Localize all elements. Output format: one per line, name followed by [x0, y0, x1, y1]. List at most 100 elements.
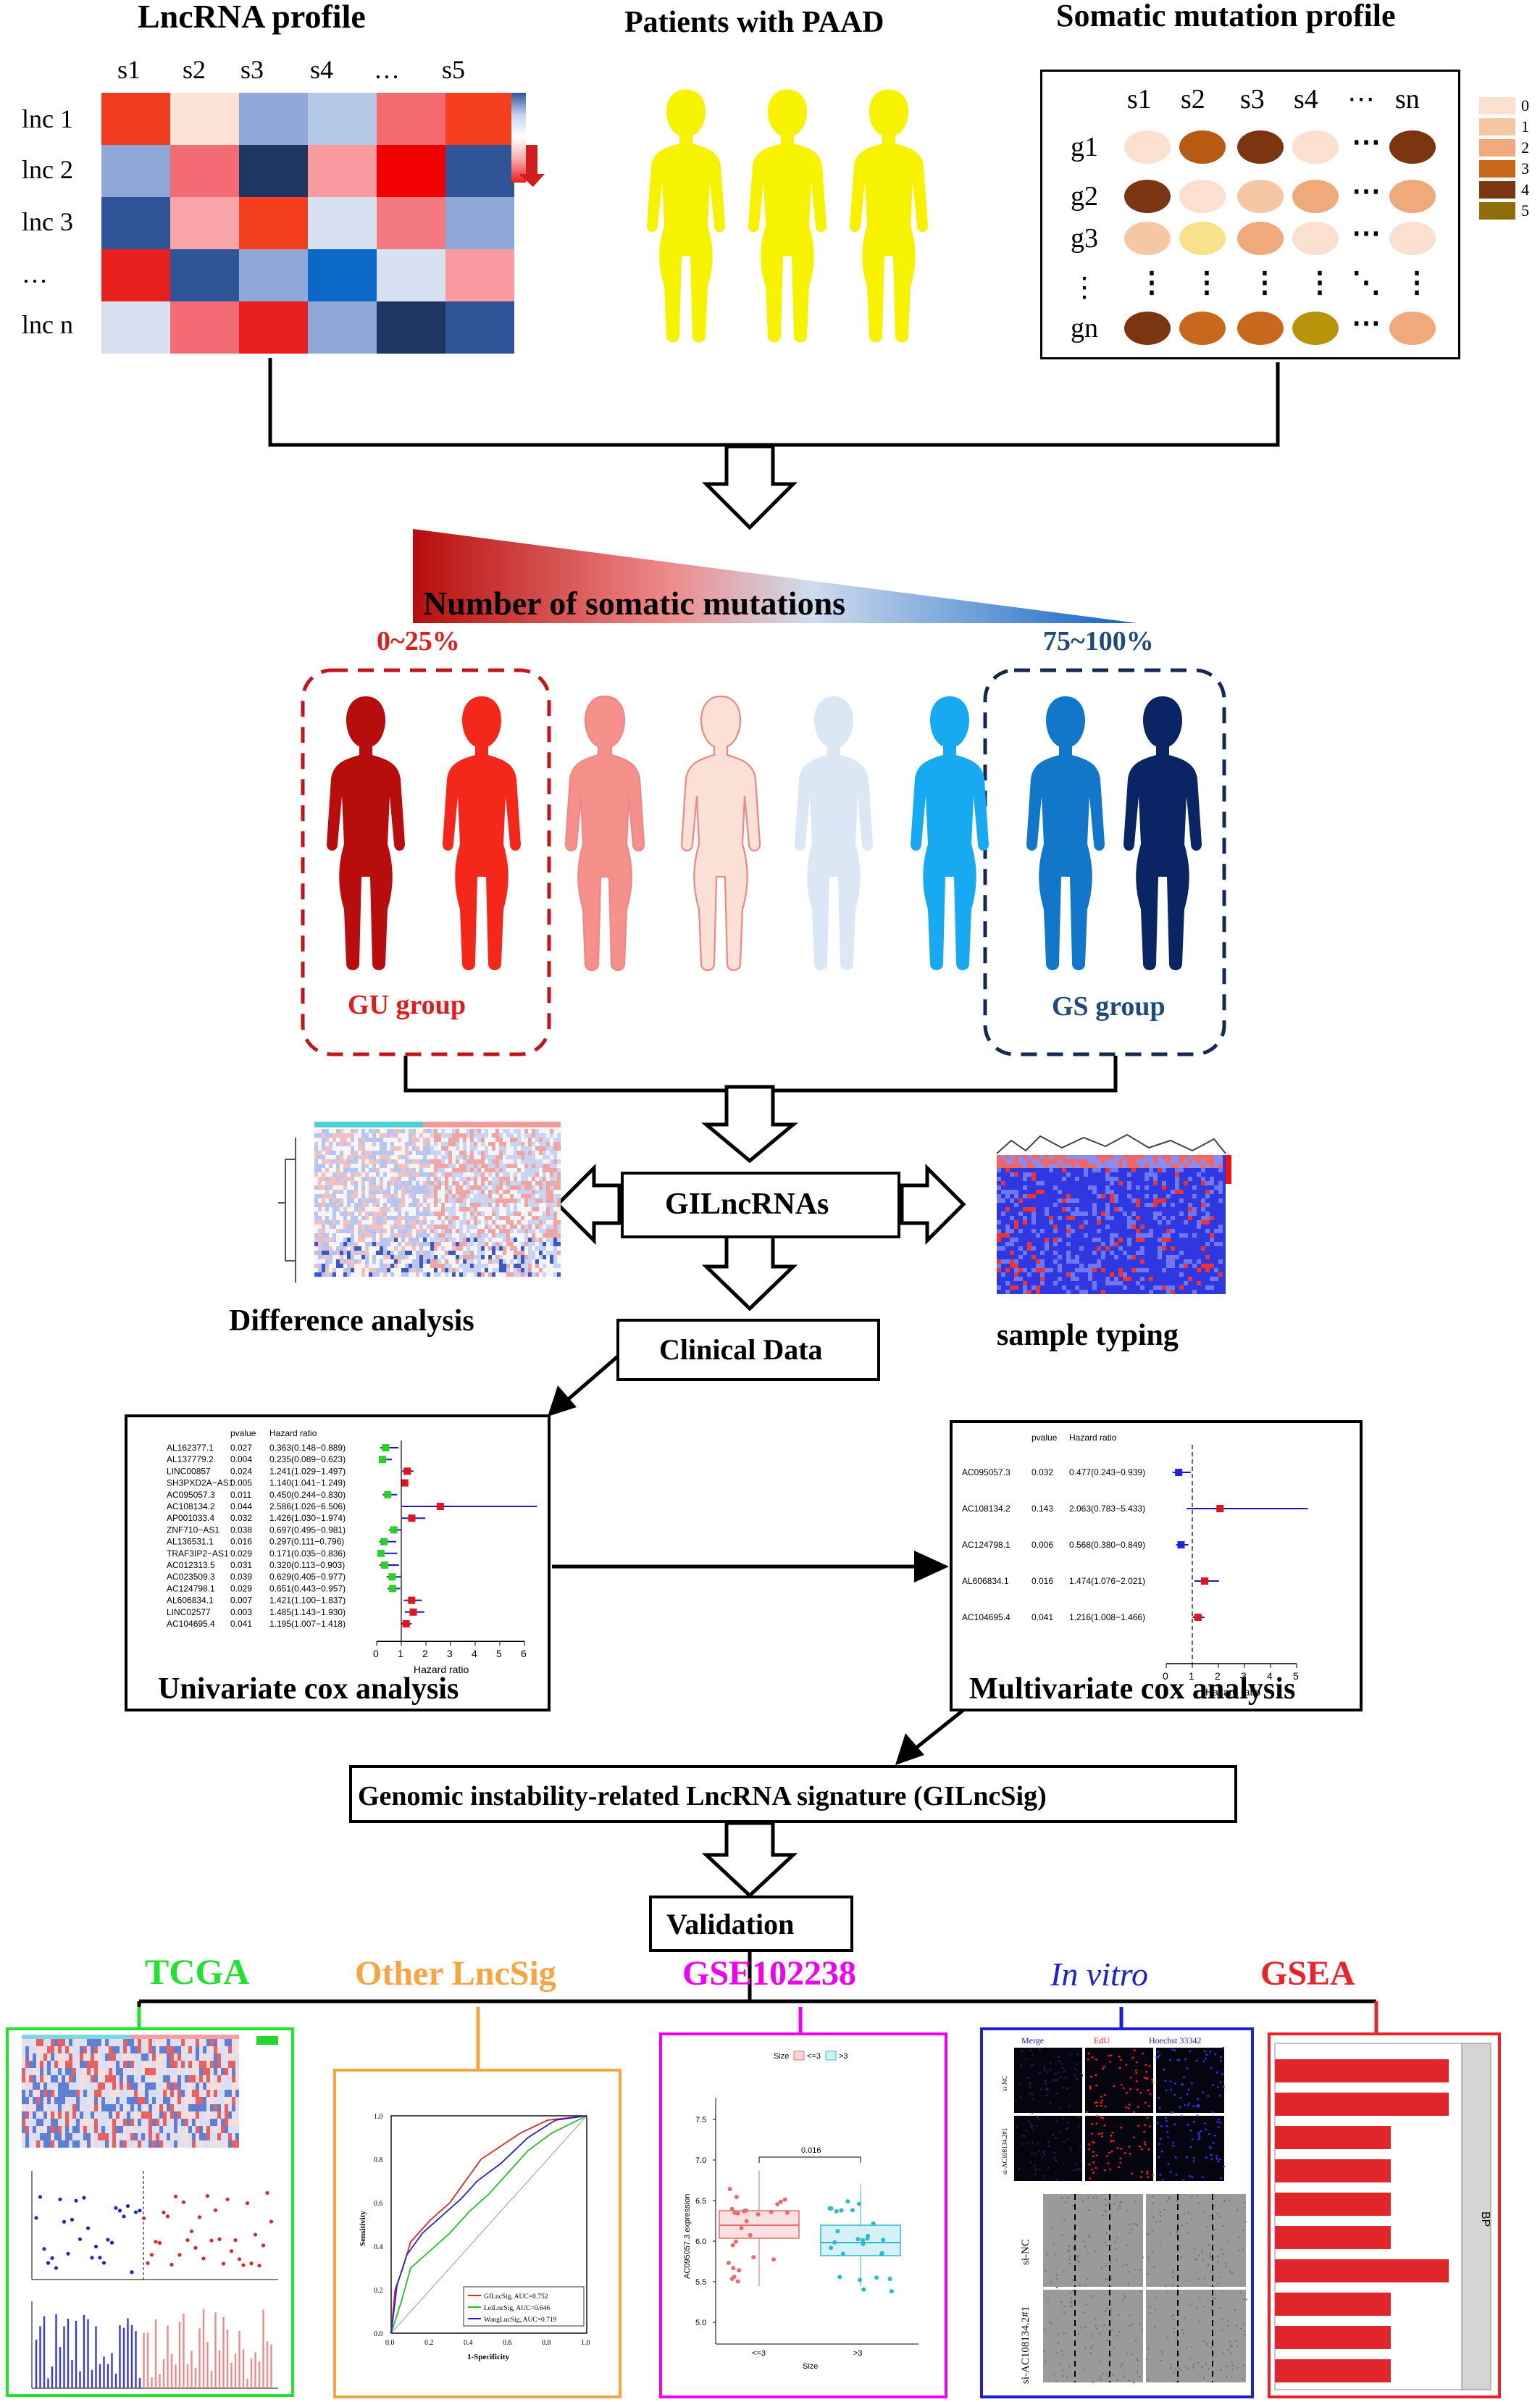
tcga-heat-cell	[232, 2090, 235, 2097]
tcga-heat-cell	[58, 2090, 62, 2097]
tcga-heat-cell	[47, 2075, 51, 2082]
forest-gene-label: LINC00857	[167, 1466, 211, 1476]
tcga-heat-cell	[203, 2068, 206, 2075]
legend-swatch	[1479, 202, 1515, 220]
tcga-heat-cell	[105, 2133, 109, 2140]
tcga-heat-cell	[221, 2104, 225, 2111]
forest-gene-label: AC095057.3	[167, 1490, 215, 1500]
tcga-heat-cell	[80, 2133, 83, 2140]
tcga-heat-cell	[225, 2126, 228, 2133]
tcga-heat-cell	[36, 2097, 40, 2104]
heatmap-cell	[101, 145, 170, 197]
sample-typing-label: sample typing	[997, 1319, 1179, 1352]
tcga-heat-cell	[217, 2090, 221, 2097]
tcga-heat-cell	[123, 2111, 127, 2119]
heatmap-cell	[101, 197, 170, 249]
scale-arrow-icon	[519, 145, 545, 187]
tcga-heat-cell	[47, 2046, 51, 2053]
box-point	[837, 2274, 842, 2280]
lnc-column-label: s2	[183, 55, 206, 84]
tcga-heat-cell	[167, 2082, 170, 2090]
tcga-heat-cell	[58, 2068, 62, 2075]
tcga-heat-cell	[40, 2046, 43, 2053]
mutation-column-label: s2	[1181, 84, 1205, 114]
tcga-heat-cell	[152, 2046, 156, 2053]
tcga-heat-cell	[51, 2140, 54, 2148]
tcga-heat-cell	[62, 2133, 65, 2140]
mutation-ellipsis: ⋮	[1402, 266, 1431, 299]
tcga-heat-cell	[188, 2046, 192, 2053]
tcga-heat-cell	[25, 2111, 29, 2119]
mutation-column-label: s3	[1240, 84, 1265, 114]
tcga-heat-cell	[199, 2133, 203, 2140]
forest-tick-label: 5	[496, 1648, 502, 1659]
tcga-heat-cell	[105, 2104, 109, 2111]
box-point	[871, 2221, 876, 2226]
box-point	[858, 2277, 863, 2282]
forest-point	[1175, 1469, 1183, 1476]
other-lncsig-label: Other LncSig	[355, 1954, 556, 1993]
tcga-heat-cell	[138, 2061, 141, 2068]
tcga-heat-cell	[69, 2053, 72, 2061]
tcga-heat-cell	[210, 2068, 214, 2075]
tcga-heat-cell	[120, 2140, 123, 2148]
tcga-heat-cell	[51, 2082, 54, 2090]
group-dashed-boxes	[301, 668, 1226, 1056]
tcga-heat-cell	[148, 2119, 152, 2126]
tcga-heat-cell	[192, 2090, 196, 2097]
tcga-heat-cell	[91, 2053, 94, 2061]
tcga-heat-cell	[87, 2133, 91, 2140]
tcga-heat-cell	[130, 2097, 134, 2104]
tcga-heat-cell	[214, 2126, 217, 2133]
tcga-heat-cell	[206, 2075, 210, 2082]
tcga-heat-cell	[167, 2104, 170, 2111]
forest-gene-label: AC108134.2	[167, 1501, 215, 1511]
tcga-heat-cell	[87, 2039, 91, 2046]
box-y-tick: 6.0	[695, 2238, 706, 2246]
forest-pvalue: 0.031	[230, 1560, 252, 1570]
tcga-heat-cell	[94, 2082, 98, 2090]
tcga-heat-cell	[112, 2140, 116, 2148]
box-point	[829, 2206, 834, 2211]
wound-row-label: si-NC	[1020, 2239, 1031, 2265]
forest-hr-text: 0.297(0.111−0.796)	[269, 1537, 344, 1547]
tcga-heat-cell	[36, 2133, 40, 2140]
tcga-heat-cell	[25, 2082, 29, 2090]
tcga-heat-cell	[22, 2046, 25, 2053]
tcga-heat-cell	[80, 2090, 83, 2097]
tcga-heat-cell	[65, 2046, 69, 2053]
box-point	[739, 2226, 744, 2231]
tcga-heat-cell	[203, 2097, 206, 2104]
tcga-heat-cell	[69, 2068, 72, 2075]
tcga-heat-cell	[177, 2046, 181, 2053]
heatmap-cell	[170, 197, 239, 249]
mutation-row-label: gn	[1071, 313, 1098, 343]
tcga-scatter-point	[181, 2200, 186, 2204]
tcga-heat-cell	[91, 2140, 94, 2148]
box-y-tick: 5.5	[695, 2278, 706, 2287]
box-point	[840, 2251, 845, 2256]
tcga-heat-cell	[145, 2140, 148, 2148]
tcga-heat-cell	[199, 2119, 203, 2126]
tcga-heat-cell	[43, 2075, 47, 2082]
tcga-heat-cell	[76, 2140, 80, 2148]
tcga-heat-cell	[120, 2133, 123, 2140]
tcga-heat-cell	[225, 2090, 228, 2097]
tcga-heat-cell	[148, 2090, 152, 2097]
tcga-heat-cell	[87, 2140, 91, 2148]
tcga-heat-cell	[188, 2126, 192, 2133]
tcga-heat-cell	[163, 2097, 167, 2104]
box-point	[730, 2243, 735, 2248]
tcga-heat-cell	[123, 2104, 127, 2111]
tcga-heat-cell	[167, 2140, 170, 2148]
tcga-heat-cell	[62, 2061, 65, 2068]
tcga-heat-cell	[54, 2039, 58, 2046]
forest-point	[1201, 1577, 1209, 1585]
tcga-heat-cell	[228, 2039, 232, 2046]
tcga-heat-cell	[62, 2046, 65, 2053]
box-point	[732, 2274, 737, 2280]
tcga-heat-cell	[152, 2068, 156, 2075]
heatmap-cell	[239, 197, 308, 249]
tcga-heat-cell	[112, 2053, 116, 2061]
